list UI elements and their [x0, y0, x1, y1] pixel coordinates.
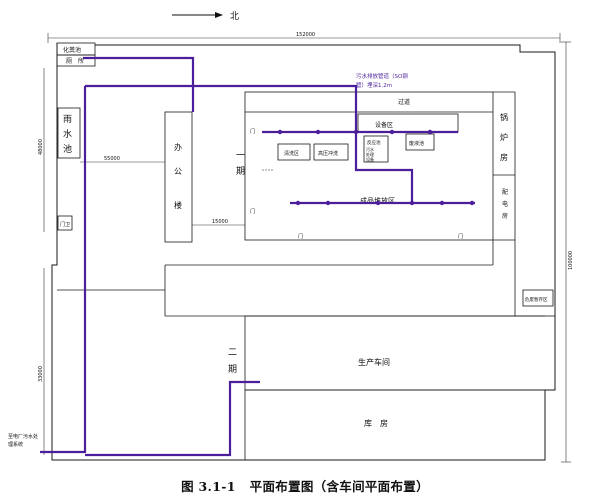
svg-text:设备区: 设备区 [375, 121, 393, 129]
phase2-char2: 期 [228, 364, 237, 375]
phase1-doors: 门 门 门 门 [250, 128, 463, 240]
svg-text:锅: 锅 [500, 112, 508, 122]
svg-text:电: 电 [502, 200, 508, 208]
septic-tank: 化粪池 [56, 42, 96, 56]
svg-text:门卫: 门卫 [60, 221, 70, 228]
site-boundary [51, 43, 556, 461]
clean-zone: 清洗区 [277, 143, 311, 161]
dimension-left: 48000 33000 55000 15000 [38, 68, 245, 455]
pipe-note-1: 污水排放管道（SO钢 [356, 72, 408, 80]
equipment-area: 设备区 [357, 113, 459, 133]
door-bottom-right: 门 [458, 233, 463, 240]
sewage-pipes [40, 56, 475, 457]
svg-text:炉: 炉 [500, 132, 508, 142]
svg-text:处理: 处理 [366, 151, 374, 157]
dimension-top: 152000 [47, 32, 561, 43]
toilet: 厕 所 [56, 54, 96, 67]
warehouse: 库 房 [244, 389, 546, 461]
door-left-top: 门 [250, 128, 255, 135]
phase2-char1: 二 [228, 348, 237, 358]
lower-structure [57, 240, 545, 317]
svg-text:楼: 楼 [174, 200, 182, 210]
phase1-area [244, 91, 516, 241]
dim-left-width: 55000 [104, 156, 120, 162]
svg-text:房: 房 [502, 212, 508, 220]
hazwaste-area: 危废暂存区 [522, 289, 554, 307]
door-bottom-left: 门 [298, 233, 303, 240]
svg-text:配: 配 [502, 189, 508, 196]
dim-lower-height: 33000 [38, 366, 44, 382]
treatment-label-2: 理系统 [8, 441, 23, 448]
treatment-label-1: 至电厂污水处 [8, 433, 38, 440]
svg-text:房: 房 [500, 152, 508, 162]
dim-left-height: 48000 [38, 139, 44, 155]
svg-text:废液池: 废液池 [409, 140, 424, 147]
svg-text:危废暂存区: 危废暂存区 [525, 296, 548, 303]
phase1-char2: 期 [236, 166, 245, 177]
north-arrow: 北 [172, 11, 239, 22]
gate-house: 门卫 [57, 215, 73, 231]
reactor: 反应池 污水 处理 设备 [363, 135, 389, 163]
figure-caption: 图 3.1-1 平面布置图（含车间平面布置） [0, 476, 610, 495]
dim-gap: 15000 [212, 219, 228, 225]
pipe-joints [277, 129, 475, 206]
rain-pool: 雨 水 池 [57, 107, 81, 159]
svg-text:污水: 污水 [366, 146, 374, 152]
product-stack-label: 成品堆放区 [360, 196, 395, 205]
aisle-label: 过道 [398, 98, 410, 106]
svg-text:水: 水 [63, 128, 72, 140]
north-label: 北 [230, 11, 239, 22]
phase1-char1: 一 [236, 151, 245, 161]
svg-text:池: 池 [63, 143, 72, 155]
office-building: 办 公 楼 [164, 111, 193, 243]
dimension-right: 100000 [561, 41, 574, 463]
svg-text:库 房: 库 房 [364, 418, 388, 428]
svg-text:办: 办 [174, 142, 182, 152]
svg-text:清洗区: 清洗区 [284, 150, 299, 157]
svg-text:雨: 雨 [63, 114, 72, 125]
dim-height-label: 100000 [568, 251, 574, 270]
svg-text:公: 公 [174, 167, 182, 176]
svg-text:反应池: 反应池 [367, 139, 381, 146]
svg-text:设备: 设备 [366, 156, 374, 162]
svg-text:生产车间: 生产车间 [358, 357, 390, 367]
figure-title: 平面布置图（含车间平面布置） [249, 479, 429, 494]
svg-text:高压冲洗: 高压冲洗 [318, 150, 338, 157]
boiler-room: 锅 炉 房 [500, 112, 508, 162]
power-room: 配 电 房 [502, 189, 508, 220]
svg-text:化粪池: 化粪池 [63, 46, 81, 54]
pump-pool: 废液池 [405, 133, 435, 151]
svg-text:厕 所: 厕 所 [66, 57, 84, 65]
figure-number: 图 3.1-1 [181, 479, 236, 494]
pipe-note-2: 管）埋深1.2m [356, 81, 392, 89]
dim-width-label: 152000 [296, 32, 315, 38]
door-left-bottom: 门 [250, 208, 255, 215]
workshop: 生产车间 [244, 315, 556, 391]
hp-wash: 高压冲洗 [313, 143, 349, 161]
